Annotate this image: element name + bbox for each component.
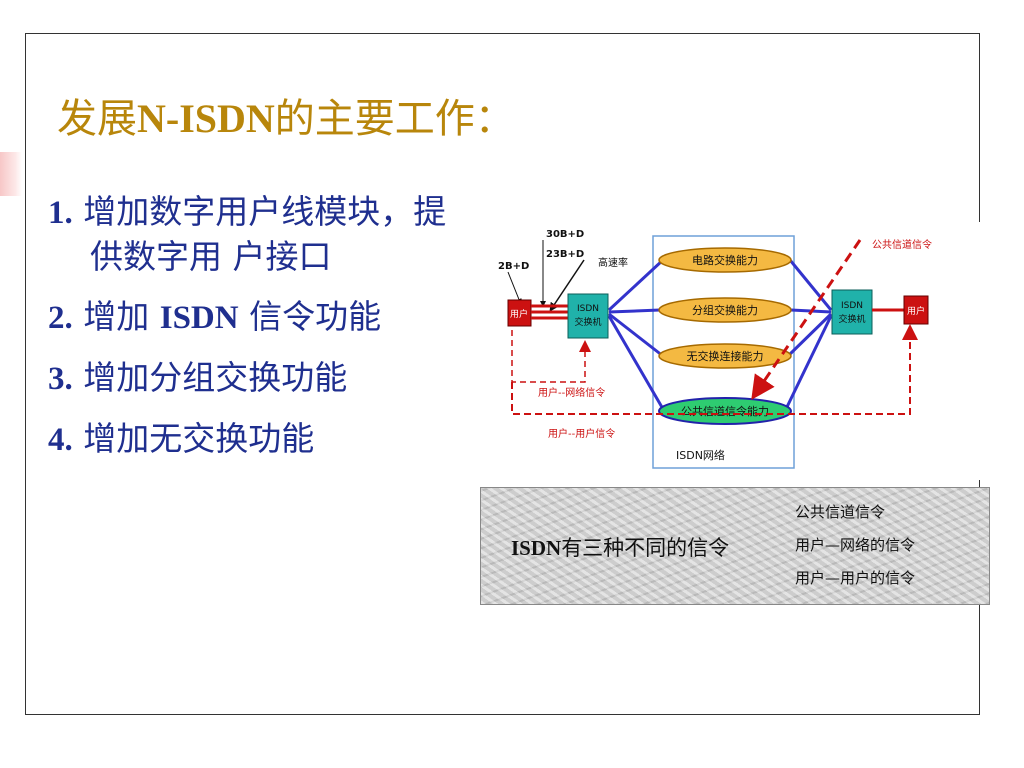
rate-arrow-2 <box>549 259 585 312</box>
packet-switch-label: 分组交换能力 <box>692 303 758 317</box>
user-network-signal-label: 用户--网络信令 <box>538 386 605 399</box>
switch-right-line1: ISDN <box>841 301 863 311</box>
signal-type-item: 公共信道信令 <box>795 503 886 521</box>
list-item: 3. 增加分组交换功能 <box>48 358 348 397</box>
rate-30b-label: 30B+D <box>546 229 584 240</box>
switch-left-line2: 交换机 <box>574 316 601 328</box>
slide-title: 发展N-ISDN的主要工作： <box>57 96 515 142</box>
list-item: 1. 增加数字用户线模块，提供数字用 户接口 <box>48 192 447 276</box>
ccs-ellipse <box>658 397 792 425</box>
work-list: 1. 增加数字用户线模块，提供数字用 户接口 2. 增加 ISDN 信令功能 3… <box>48 190 478 478</box>
user-network-signal-path <box>511 330 591 383</box>
high-rate-label: 高速率 <box>598 256 628 269</box>
packet-switch-ellipse <box>658 297 792 323</box>
circuit-switch-label: 电路交换能力 <box>692 253 758 267</box>
signaling-types: 公共信道信令 用户—网络的信令 用户—用户的信令 <box>795 496 915 595</box>
accent-bar <box>0 152 22 196</box>
rate-arrow-3 <box>507 271 522 305</box>
isdn-switch-right <box>831 289 873 335</box>
isdn-switch-left <box>567 293 609 339</box>
network-label: ISDN网络 <box>676 448 725 462</box>
ccs-label: 公共信道信令能力 <box>681 404 769 418</box>
signal-type-item: 用户—网络的信令 <box>795 536 916 554</box>
user-left-label: 用户 <box>510 308 528 320</box>
signaling-box: ISDN有三种不同的信令 公共信道信令 用户—网络的信令 用户—用户的信令 <box>480 487 990 605</box>
signaling-summary: ISDN有三种不同的信令 <box>511 536 730 560</box>
user-user-signal-label: 用户--用户信令 <box>548 427 615 440</box>
user-right-label: 用户 <box>907 305 925 317</box>
switch-left-line1: ISDN <box>577 304 599 314</box>
circuit-switch-ellipse <box>658 247 792 273</box>
user-right-box <box>903 295 929 325</box>
switch-right-line2: 交换机 <box>838 313 865 325</box>
ccs-signal-arrow <box>751 239 862 400</box>
rate-23b-label: 23B+D <box>546 249 584 260</box>
ccs-signal-label: 公共信道信令 <box>872 238 932 251</box>
nonswitch-ellipse <box>658 343 792 369</box>
rate-2b-label: 2B+D <box>498 261 529 272</box>
user-user-signal-path <box>511 324 918 415</box>
list-item: 4. 增加无交换功能 <box>48 419 315 458</box>
signal-type-item: 用户—用户的信令 <box>795 569 916 587</box>
nonswitch-label: 无交换连接能力 <box>687 349 764 363</box>
list-item: 2. 增加 ISDN 信令功能 <box>48 297 382 336</box>
blue-links <box>607 258 833 410</box>
isdn-network-diagram: ISDN网络 电路交换能力 分组交换能力 无交换连接能力 公共信道信令能力 30… <box>498 222 980 480</box>
